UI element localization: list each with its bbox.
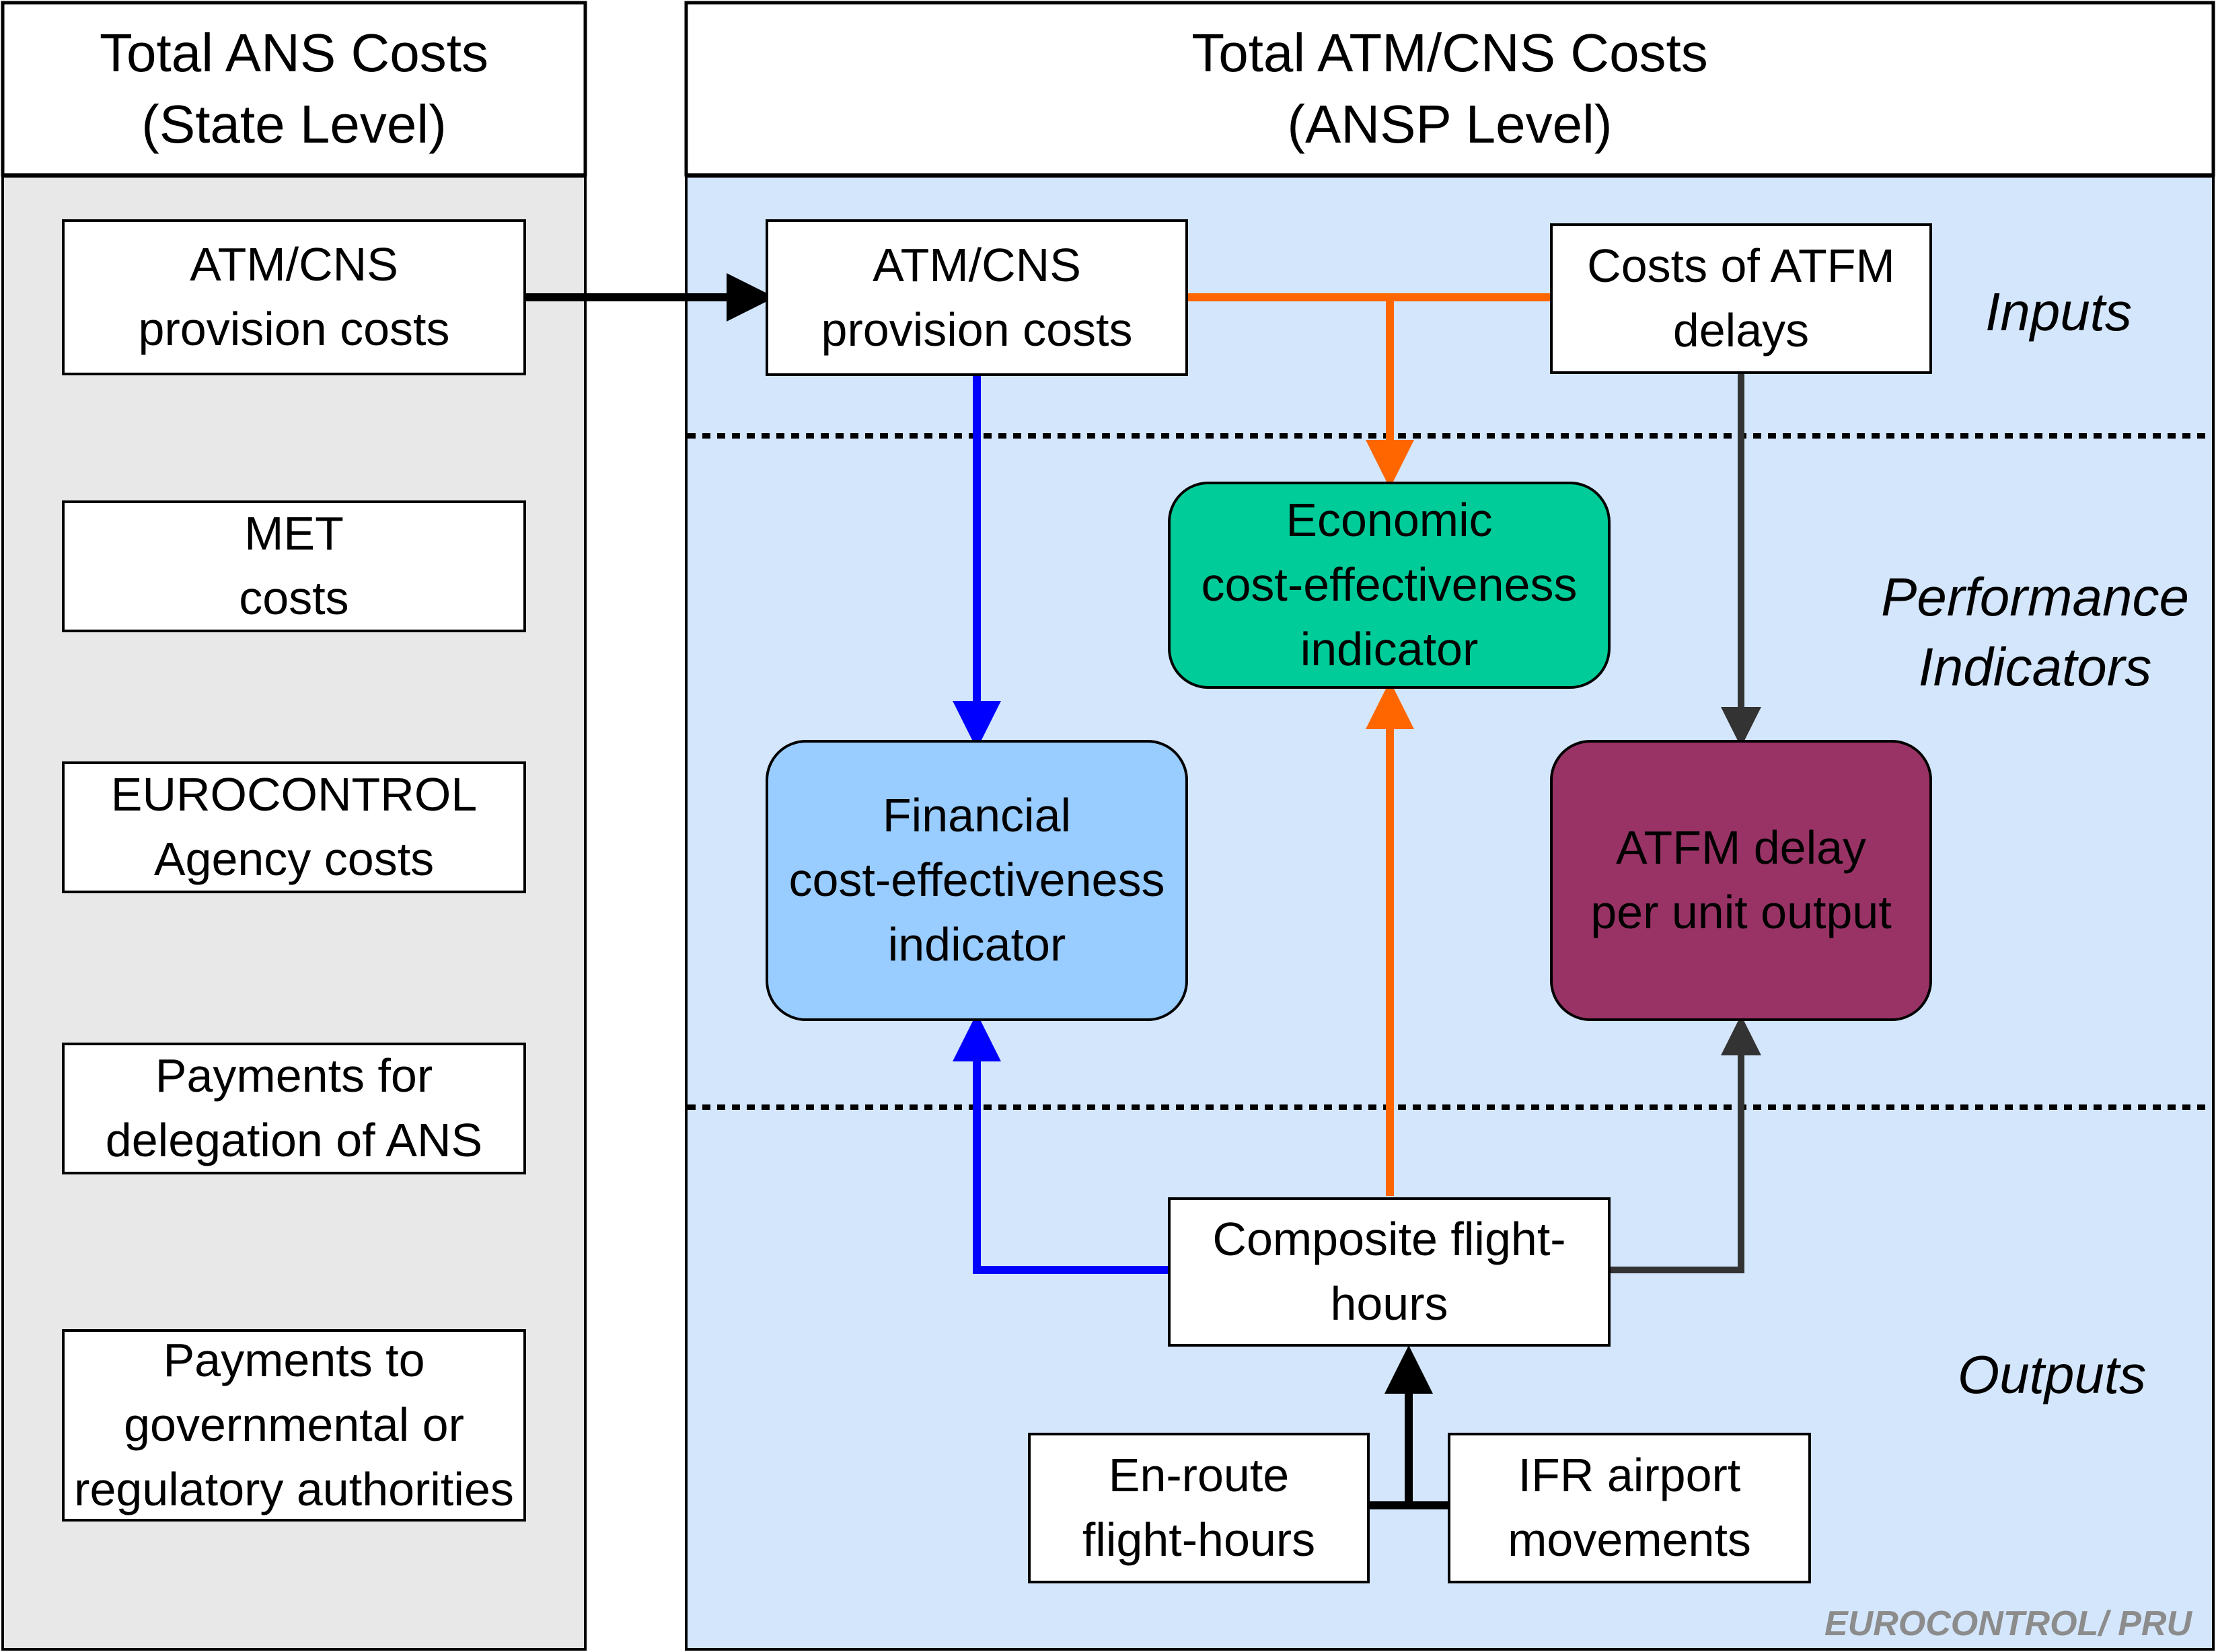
- enroute-flight-hours-box: En-route flight-hours: [1028, 1433, 1370, 1583]
- source-credit: EUROCONTROL/ PRU: [1824, 1604, 2192, 1643]
- ansp-panel-title: Total ATM/CNS Costs (ANSP Level): [1191, 22, 1708, 154]
- inputs-section-label: Inputs: [1985, 282, 2132, 342]
- indicators-section-label: Performance Indicators: [1881, 567, 2189, 697]
- state-met-costs-box: MET costs: [62, 500, 526, 632]
- ansp-panel-header: [684, 1, 2215, 177]
- ansp-atm-cns-costs-box: ATM/CNS provision costs: [766, 219, 1188, 376]
- state-panel-title: Total ANS Costs (State Level): [99, 22, 488, 154]
- composite-flight-hours-box: Composite flight- hours: [1168, 1197, 1611, 1347]
- outputs-section-label: Outputs: [1957, 1345, 2147, 1404]
- state-authority-payments-box: Payments to governmental or regulatory a…: [62, 1329, 526, 1522]
- atfm-delay-costs-box: Costs of ATFM delays: [1550, 223, 1932, 374]
- state-eurocontrol-costs-box: EUROCONTROL Agency costs: [62, 761, 526, 893]
- state-atm-cns-costs-box: ATM/CNS provision costs: [62, 219, 526, 375]
- arrow-composite-to-atfm: [1611, 1015, 1761, 1273]
- arrow-composite-to-financial: [953, 1013, 1168, 1274]
- economic-indicator-box: Economic cost-effectiveness indicator: [1168, 482, 1611, 689]
- state-panel-header: [1, 1, 587, 177]
- financial-indicator-box: Financial cost-effectiveness indicator: [766, 740, 1188, 1021]
- state-delegation-payments-box: Payments for delegation of ANS: [62, 1043, 526, 1174]
- ifr-airport-movements-box: IFR airport movements: [1448, 1433, 1811, 1583]
- atfm-indicator-box: ATFM delay per unit output: [1550, 740, 1932, 1021]
